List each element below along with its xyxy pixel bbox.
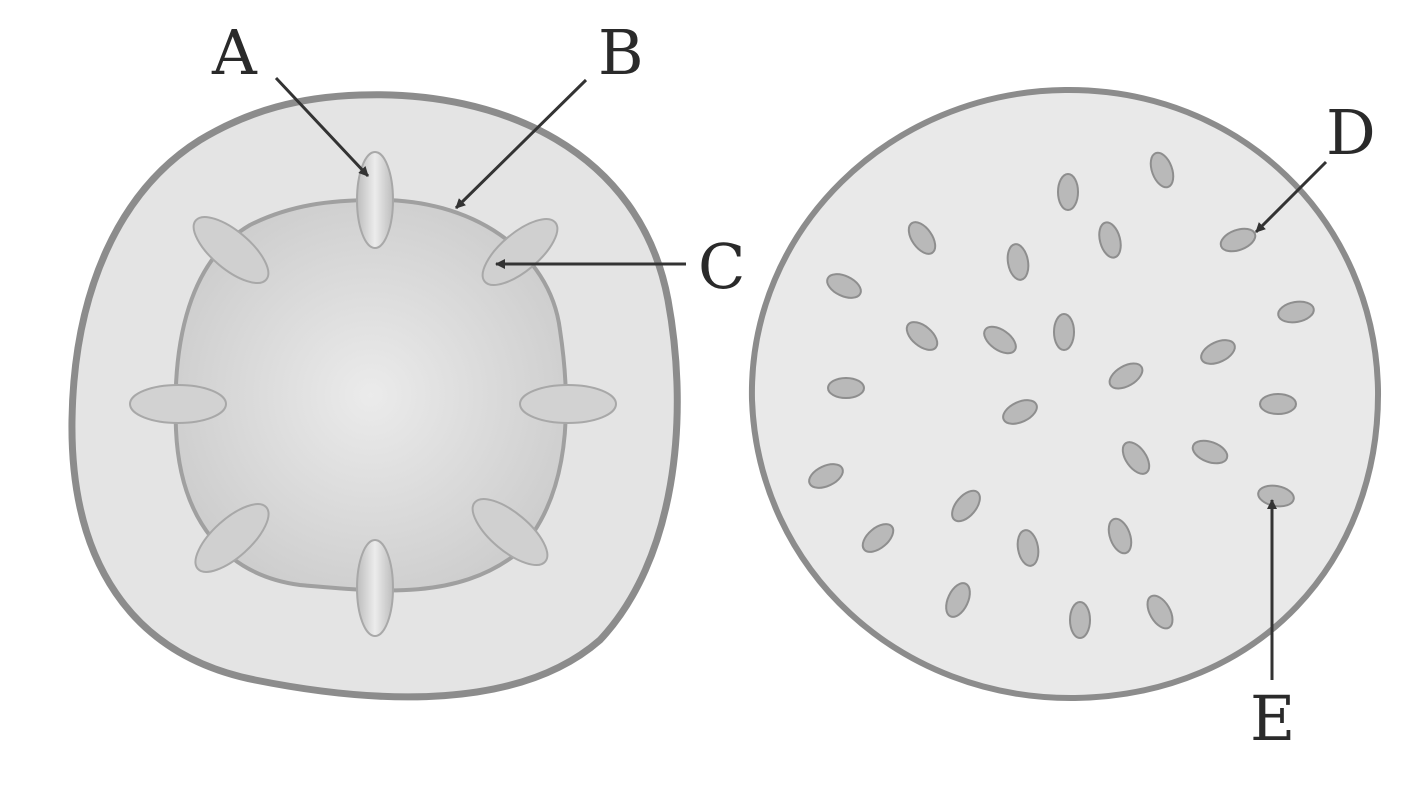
- granule: [826, 273, 862, 299]
- granule: [1259, 393, 1297, 415]
- granule: [808, 463, 844, 489]
- boundary-structure-bottom-left: [194, 503, 270, 573]
- granule: [945, 582, 971, 618]
- granule: [1057, 173, 1079, 211]
- boundary-structure-bottom: [356, 539, 394, 637]
- arrow-a: [274, 76, 370, 178]
- label-c: C: [698, 230, 745, 303]
- boundary-structure-top-left: [192, 216, 270, 284]
- granule: [983, 325, 1017, 355]
- boundary-structure-left: [129, 384, 227, 424]
- boundary-structure-right: [519, 384, 617, 424]
- granule: [1219, 227, 1257, 253]
- granule: [905, 321, 939, 351]
- granule: [1149, 151, 1175, 189]
- granule: [1146, 594, 1174, 630]
- boundary-structure-bottom-right: [471, 498, 549, 566]
- granule: [1200, 339, 1236, 365]
- leader-arrows: [274, 76, 1328, 680]
- granule: [1108, 362, 1144, 390]
- granule: [1277, 300, 1315, 324]
- granule: [1069, 601, 1091, 639]
- granule: [1121, 441, 1151, 475]
- granule: [1191, 439, 1229, 465]
- granule: [827, 377, 865, 399]
- granule: [1002, 399, 1038, 425]
- granule: [1107, 517, 1133, 555]
- right-cell: [748, 86, 1382, 702]
- granule: [861, 523, 895, 553]
- arrow-d: [1254, 160, 1328, 234]
- label-e: E: [1250, 682, 1295, 755]
- granule: [1016, 529, 1040, 567]
- label-a: A: [211, 16, 258, 89]
- label-b: B: [598, 16, 644, 89]
- granule: [1098, 221, 1122, 259]
- granule: [951, 489, 981, 523]
- granule: [1006, 243, 1030, 281]
- granule: [907, 221, 937, 255]
- boundary-structure-top: [356, 151, 394, 249]
- left-cell: [68, 91, 681, 701]
- arrow-b: [454, 78, 588, 210]
- granule: [1053, 313, 1075, 351]
- label-d: D: [1326, 96, 1376, 169]
